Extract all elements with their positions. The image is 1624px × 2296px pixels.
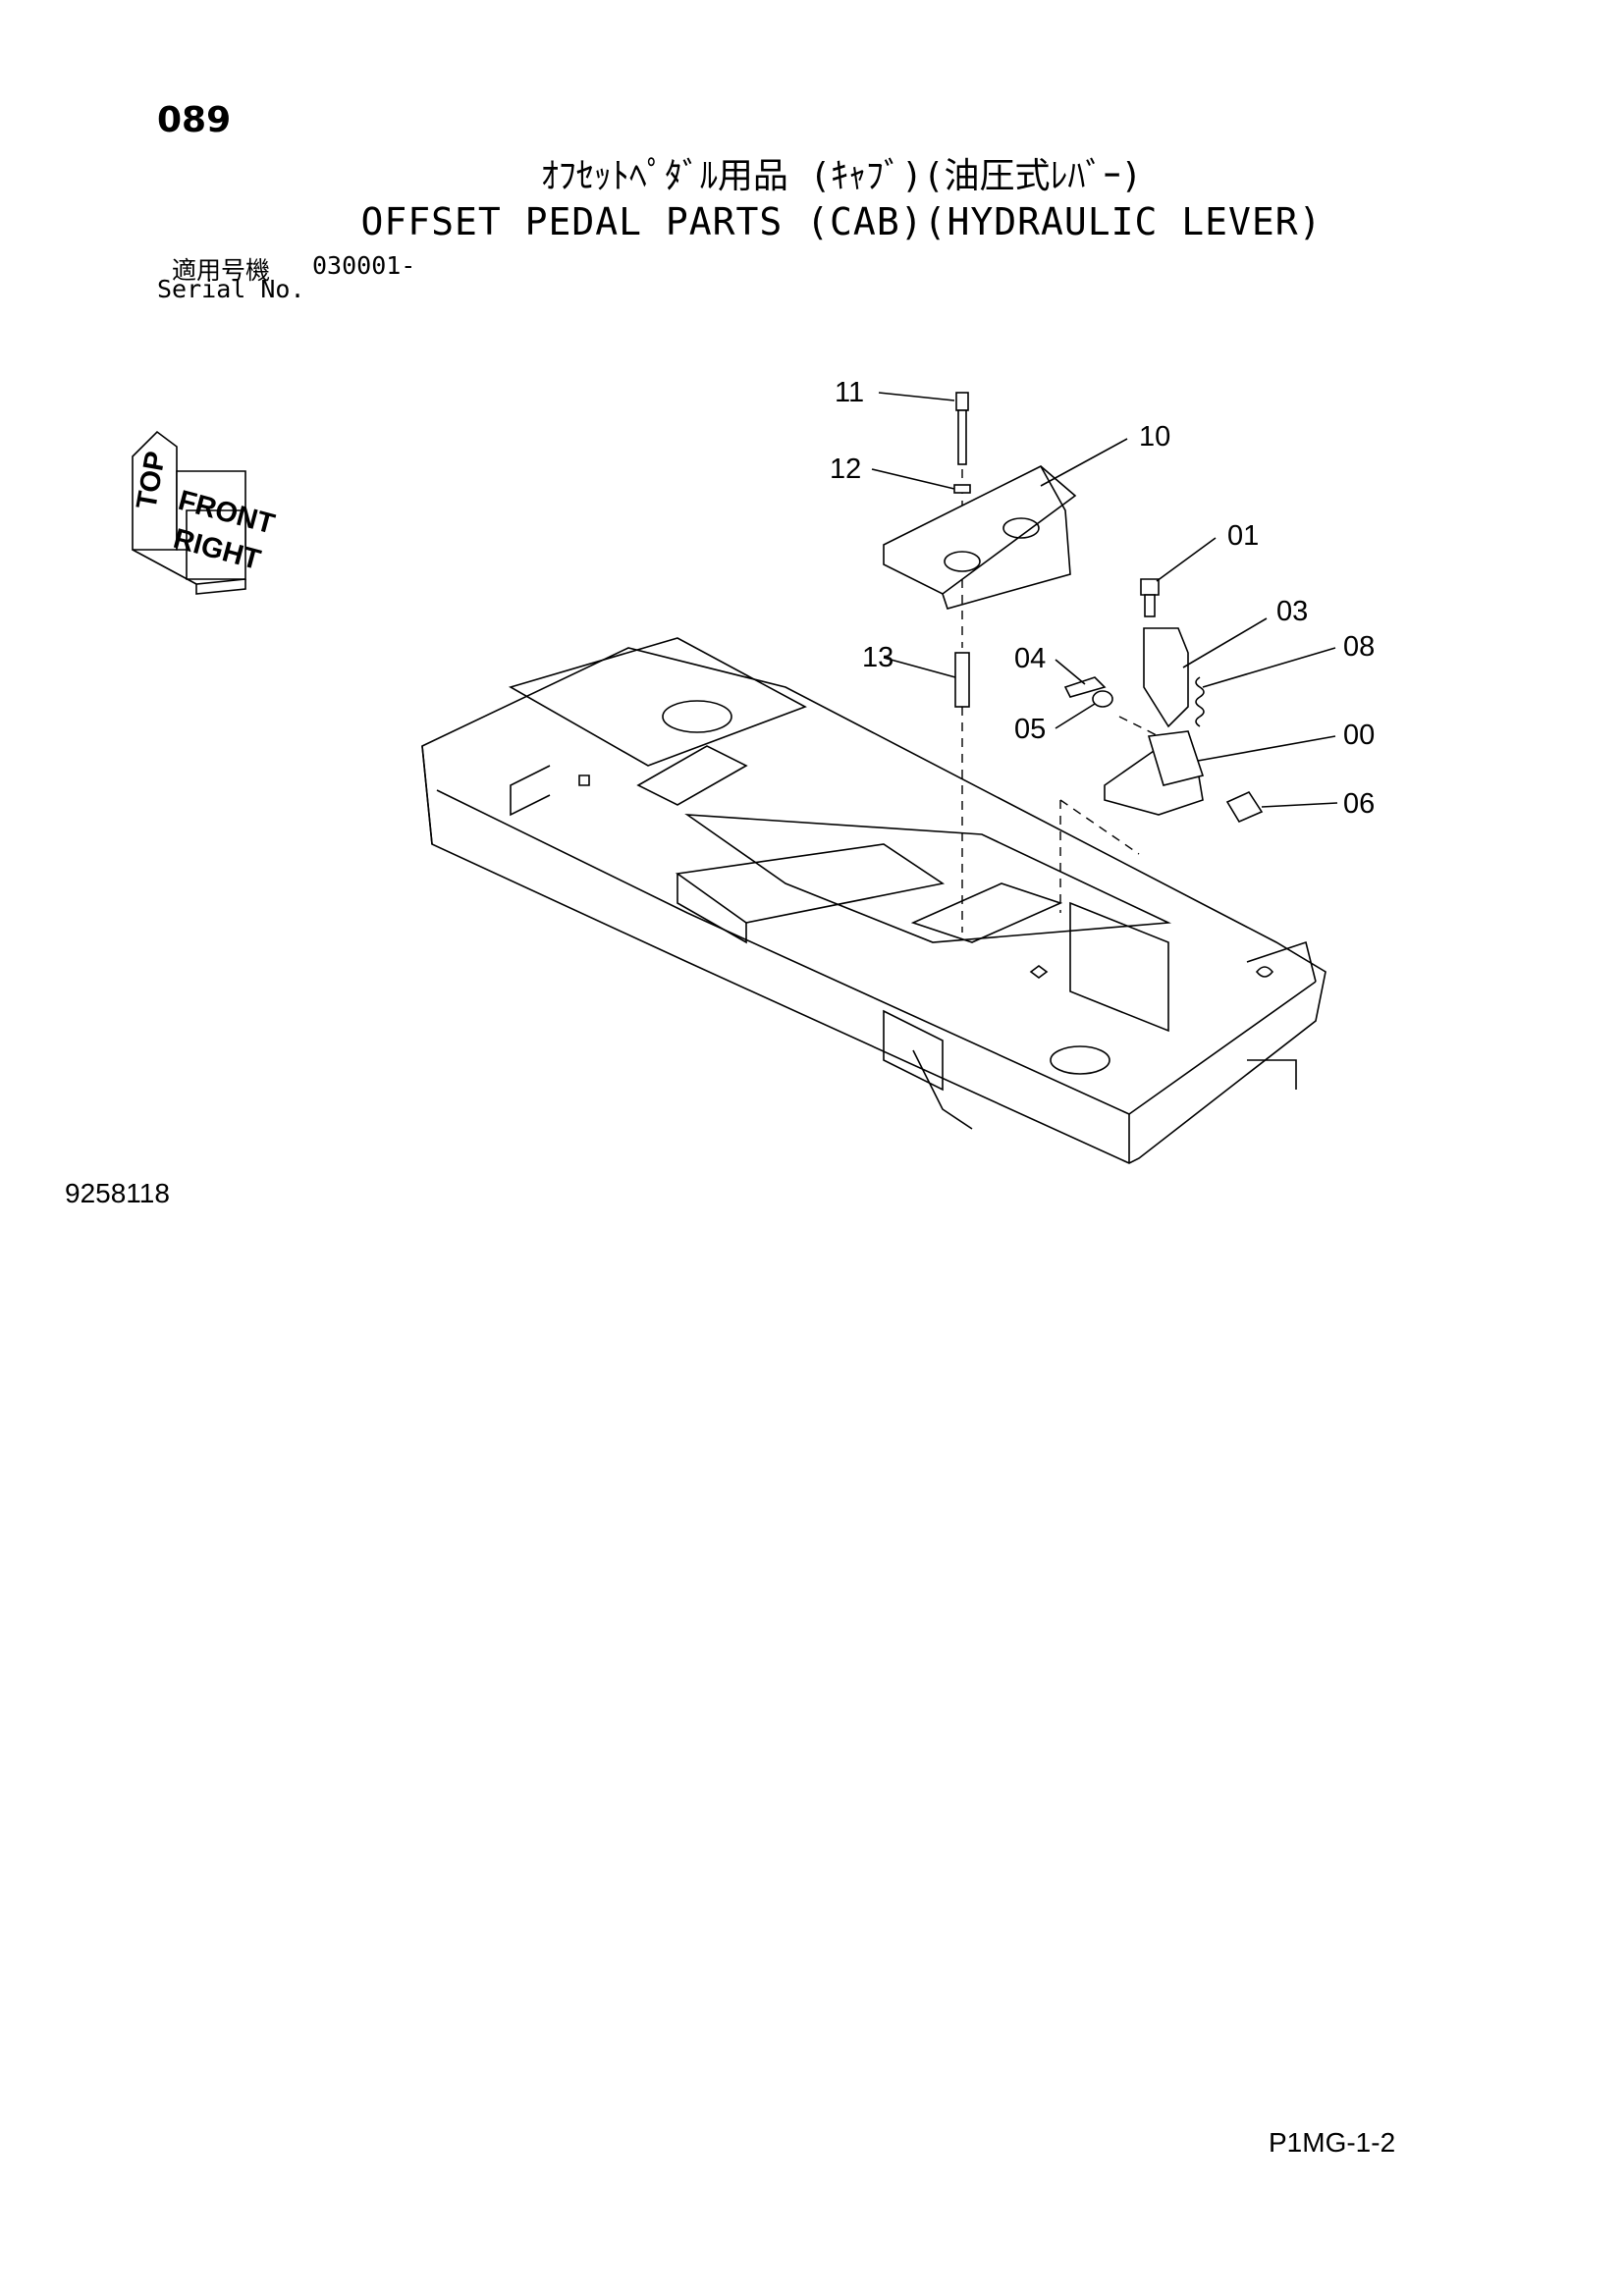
orientation-cube-icon: TOP FRONT RIGHT: [131, 430, 278, 595]
serial-label-japanese: 適用号機: [172, 256, 271, 285]
footer-code: P1MG-1-2: [1269, 2127, 1396, 2158]
title-english: OFFSET PEDAL PARTS (CAB)(HYDRAULIC LEVER…: [360, 200, 1323, 243]
callout-12: 12: [830, 454, 861, 485]
leader-lines: [871, 392, 1338, 808]
part-08-spring-drawing: [1195, 676, 1205, 727]
serial-label-english: Serial No.: [157, 275, 305, 303]
part-10-pedal-drawing: [883, 465, 1077, 610]
part-06-stopper-drawing: [1225, 790, 1264, 824]
callout-10: 10: [1139, 421, 1170, 453]
callout-05: 05: [1014, 714, 1046, 745]
part-01-bolt-drawing: [1140, 578, 1160, 617]
title-japanese: ｵﾌｾｯﾄﾍﾟﾀﾞﾙ用品 (ｷｬﾌﾞ)(油圧式ﾚﾊﾞｰ): [540, 156, 1143, 196]
callout-11: 11: [835, 377, 864, 408]
callout-04: 04: [1014, 643, 1046, 674]
figure-number: 9258118: [65, 1178, 170, 1208]
callout-13: 13: [862, 642, 893, 673]
page-number: 089: [157, 100, 232, 140]
part-11-bolt-drawing: [955, 392, 969, 465]
callout-01: 01: [1227, 520, 1259, 552]
part-00-pedal-bracket-drawing: [1104, 730, 1205, 816]
serial-number-value: 030001-: [312, 251, 416, 280]
callout-03: 03: [1276, 596, 1308, 627]
callout-00: 00: [1343, 720, 1375, 751]
part-12-washer-drawing: [953, 484, 971, 494]
part-05-washer-drawing: [1092, 690, 1113, 708]
part-03-bracket-drawing: [1143, 627, 1189, 728]
callout-08: 08: [1343, 631, 1375, 663]
callout-06: 06: [1343, 788, 1375, 820]
floor-frame-drawing: [421, 637, 1326, 1164]
part-04-pin-drawing: [1063, 676, 1107, 698]
part-13-pin-drawing: [954, 652, 970, 708]
